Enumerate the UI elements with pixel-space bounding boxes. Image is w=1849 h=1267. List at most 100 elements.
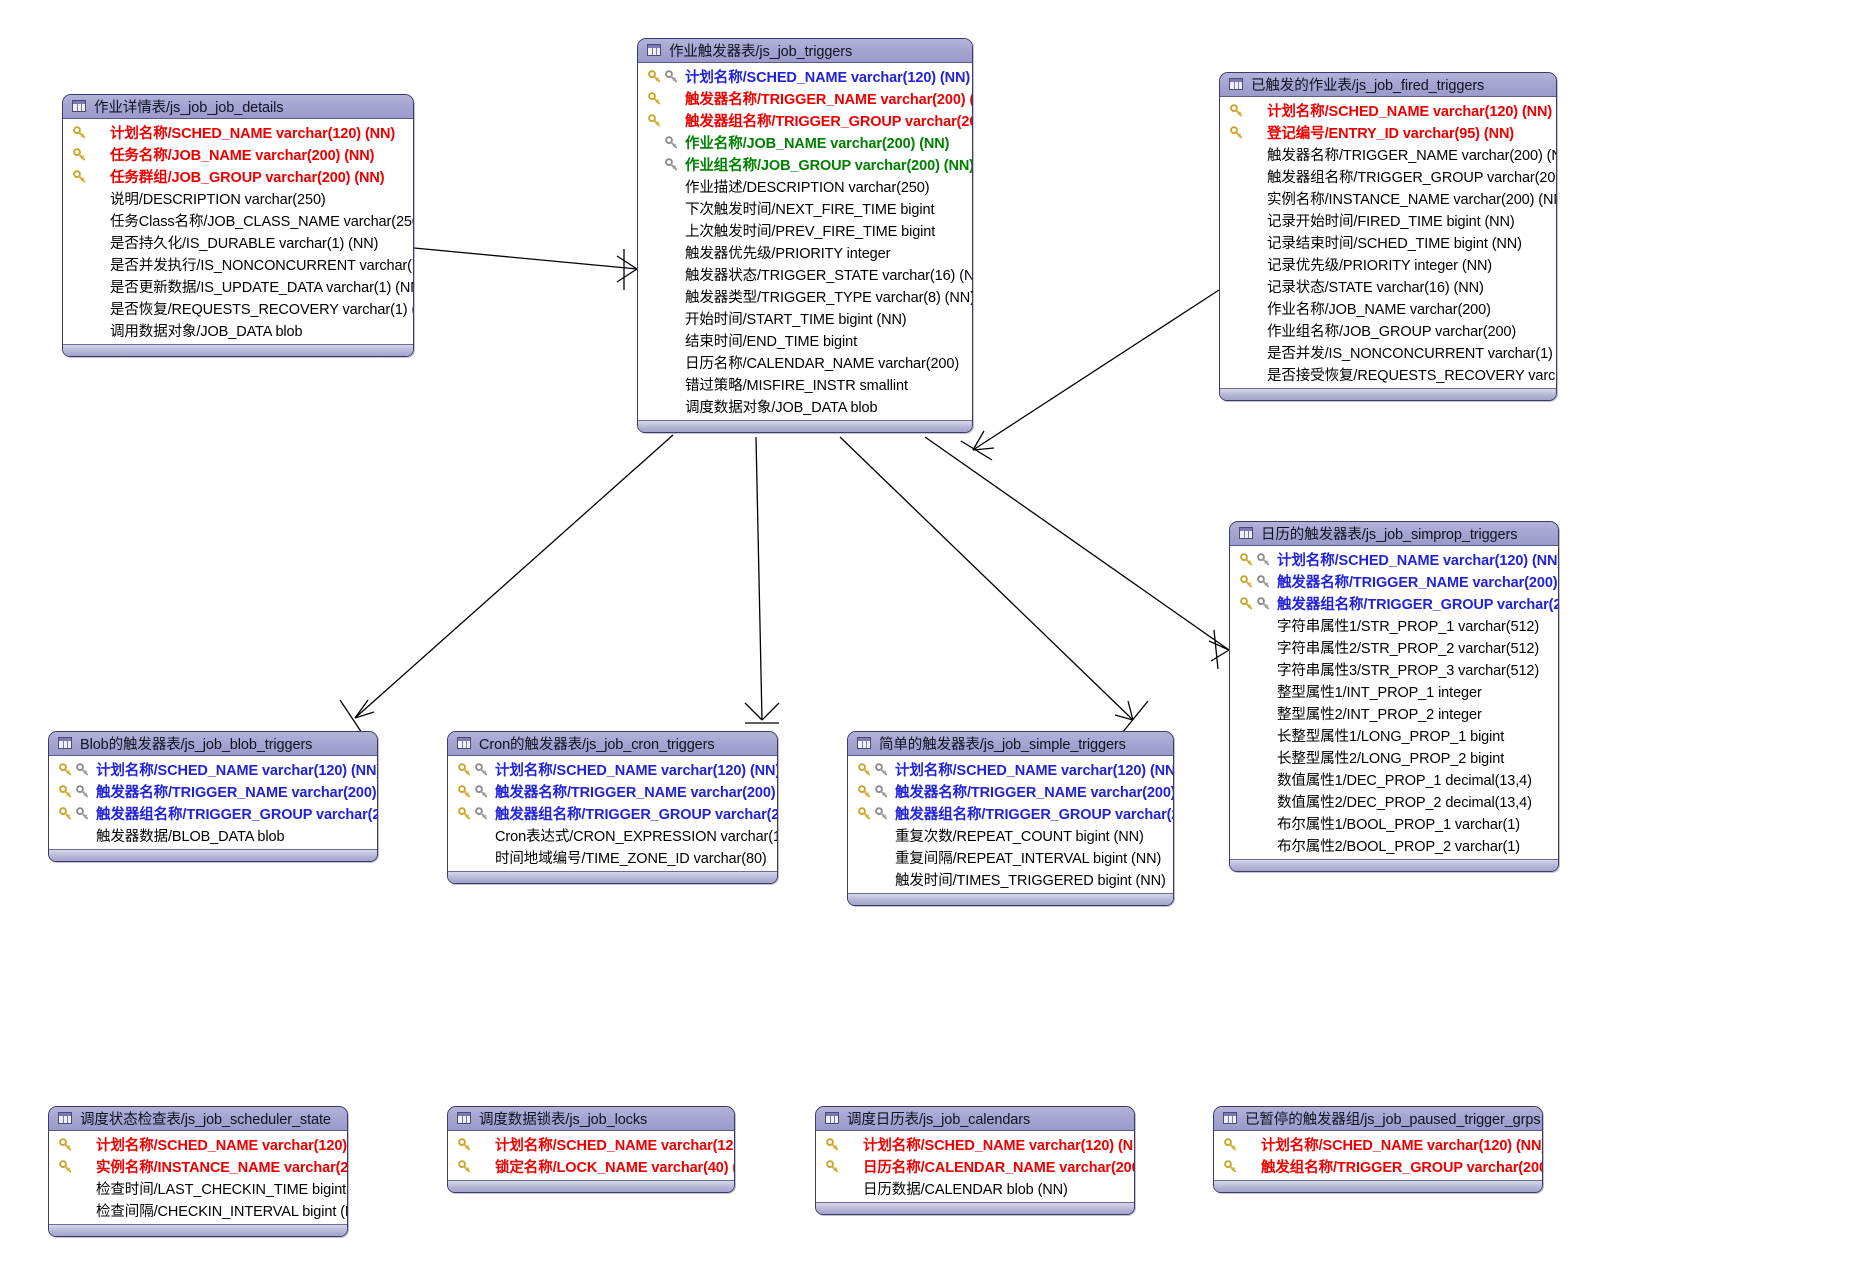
attribute-row[interactable]: 数值属性2/DEC_PROP_2 decimal(13,4): [1230, 790, 1558, 812]
attribute-row[interactable]: 触发器组名称/TRIGGER_GROUP varchar(200) (NN): [49, 802, 377, 824]
attribute-row[interactable]: 触发器名称/TRIGGER_NAME varchar(200) (NN): [49, 780, 377, 802]
attribute-row[interactable]: 调用数据对象/JOB_DATA blob: [63, 319, 413, 341]
attribute-row[interactable]: 记录开始时间/FIRED_TIME bigint (NN): [1220, 209, 1556, 231]
attribute-row[interactable]: 是否接受恢复/REQUESTS_RECOVERY varchar(1): [1220, 363, 1556, 385]
attribute-row[interactable]: 布尔属性1/BOOL_PROP_1 varchar(1): [1230, 812, 1558, 834]
attribute-row[interactable]: 登记编号/ENTRY_ID varchar(95) (NN): [1220, 121, 1556, 143]
attribute-row[interactable]: 调度数据对象/JOB_DATA blob: [638, 395, 972, 417]
attribute-row[interactable]: 字符串属性1/STR_PROP_1 varchar(512): [1230, 614, 1558, 636]
attribute-row[interactable]: 结束时间/END_TIME bigint: [638, 329, 972, 351]
attribute-row[interactable]: 字符串属性3/STR_PROP_3 varchar(512): [1230, 658, 1558, 680]
attribute-row[interactable]: 作业组名称/JOB_GROUP varchar(200): [1220, 319, 1556, 341]
attribute-row[interactable]: 计划名称/SCHED_NAME varchar(120) (NN): [638, 65, 972, 87]
attribute-row[interactable]: 是否并发执行/IS_NONCONCURRENT varchar(1) (NN): [63, 253, 413, 275]
attribute-row[interactable]: 触发时间/TIMES_TRIGGERED bigint (NN): [848, 868, 1173, 890]
attribute-row[interactable]: 锁定名称/LOCK_NAME varchar(40) (NN): [448, 1155, 734, 1177]
attribute-row[interactable]: 计划名称/SCHED_NAME varchar(120) (NN): [1220, 99, 1556, 121]
attribute-row[interactable]: 布尔属性2/BOOL_PROP_2 varchar(1): [1230, 834, 1558, 856]
attribute-row[interactable]: 实例名称/INSTANCE_NAME varchar(200) (NN): [1220, 187, 1556, 209]
attribute-row[interactable]: 触发器优先级/PRIORITY integer: [638, 241, 972, 263]
attribute-row[interactable]: 是否更新数据/IS_UPDATE_DATA varchar(1) (NN): [63, 275, 413, 297]
entity-header-job_job_details[interactable]: 作业详情表/js_job_job_details: [63, 95, 413, 119]
attribute-row[interactable]: 检查时间/LAST_CHECKIN_TIME bigint (NN): [49, 1177, 347, 1199]
attribute-row[interactable]: 下次触发时间/NEXT_FIRE_TIME bigint: [638, 197, 972, 219]
attribute-row[interactable]: 作业组名称/JOB_GROUP varchar(200) (NN): [638, 153, 972, 175]
attribute-row[interactable]: 计划名称/SCHED_NAME varchar(120) (NN): [49, 1133, 347, 1155]
entity-header-job_blob_triggers[interactable]: Blob的触发器表/js_job_blob_triggers: [49, 732, 377, 756]
attribute-row[interactable]: 任务名称/JOB_NAME varchar(200) (NN): [63, 143, 413, 165]
attribute-row[interactable]: 是否持久化/IS_DURABLE varchar(1) (NN): [63, 231, 413, 253]
attribute-row[interactable]: 计划名称/SCHED_NAME varchar(120) (NN): [848, 758, 1173, 780]
attribute-row[interactable]: 触发器组名称/TRIGGER_GROUP varchar(200) (NN): [638, 109, 972, 131]
attribute-row[interactable]: 时间地域编号/TIME_ZONE_ID varchar(80): [448, 846, 777, 868]
attribute-row[interactable]: 数值属性1/DEC_PROP_1 decimal(13,4): [1230, 768, 1558, 790]
entity-header-job_calendars[interactable]: 调度日历表/js_job_calendars: [816, 1107, 1134, 1131]
entity-header-job_cron_triggers[interactable]: Cron的触发器表/js_job_cron_triggers: [448, 732, 777, 756]
attribute-row[interactable]: 整型属性2/INT_PROP_2 integer: [1230, 702, 1558, 724]
attribute-row[interactable]: 日历名称/CALENDAR_NAME varchar(200) (NN): [816, 1155, 1134, 1177]
attribute-row[interactable]: 计划名称/SCHED_NAME varchar(120) (NN): [49, 758, 377, 780]
attribute-row[interactable]: 是否并发/IS_NONCONCURRENT varchar(1): [1220, 341, 1556, 363]
entity-header-job_simprop_triggers[interactable]: 日历的触发器表/js_job_simprop_triggers: [1230, 522, 1558, 546]
attribute-row[interactable]: 检查间隔/CHECKIN_INTERVAL bigint (NN): [49, 1199, 347, 1221]
attribute-row[interactable]: 任务群组/JOB_GROUP varchar(200) (NN): [63, 165, 413, 187]
attribute-row[interactable]: 记录状态/STATE varchar(16) (NN): [1220, 275, 1556, 297]
attribute-row[interactable]: 实例名称/INSTANCE_NAME varchar(200) (NN): [49, 1155, 347, 1177]
attribute-row[interactable]: 长整型属性2/LONG_PROP_2 bigint: [1230, 746, 1558, 768]
attribute-row[interactable]: 计划名称/SCHED_NAME varchar(120) (NN): [448, 1133, 734, 1155]
attribute-row[interactable]: 触发器组名称/TRIGGER_GROUP varchar(200) (NN): [448, 802, 777, 824]
attribute-row[interactable]: 触发器名称/TRIGGER_NAME varchar(200) (NN): [638, 87, 972, 109]
attribute-row[interactable]: 重复次数/REPEAT_COUNT bigint (NN): [848, 824, 1173, 846]
attribute-row[interactable]: 任务Class名称/JOB_CLASS_NAME varchar(250) (N…: [63, 209, 413, 231]
attribute-row[interactable]: 计划名称/SCHED_NAME varchar(120) (NN): [1214, 1133, 1542, 1155]
attribute-row[interactable]: 记录优先级/PRIORITY integer (NN): [1220, 253, 1556, 275]
attribute-row[interactable]: 重复间隔/REPEAT_INTERVAL bigint (NN): [848, 846, 1173, 868]
attribute-row[interactable]: 触发组名称/TRIGGER_GROUP varchar(200) (NN): [1214, 1155, 1542, 1177]
attribute-row[interactable]: 触发器数据/BLOB_DATA blob: [49, 824, 377, 846]
entity-header-job_fired_triggers[interactable]: 已触发的作业表/js_job_fired_triggers: [1220, 73, 1556, 97]
attribute-row[interactable]: 触发器类型/TRIGGER_TYPE varchar(8) (NN): [638, 285, 972, 307]
attribute-row[interactable]: 上次触发时间/PREV_FIRE_TIME bigint: [638, 219, 972, 241]
attribute-row[interactable]: 开始时间/START_TIME bigint (NN): [638, 307, 972, 329]
attribute-row[interactable]: 长整型属性1/LONG_PROP_1 bigint: [1230, 724, 1558, 746]
attribute-row[interactable]: 日历数据/CALENDAR blob (NN): [816, 1177, 1134, 1199]
attribute-row[interactable]: 错过策略/MISFIRE_INSTR smallint: [638, 373, 972, 395]
attribute-row[interactable]: 触发器状态/TRIGGER_STATE varchar(16) (NN): [638, 263, 972, 285]
attribute-row[interactable]: Cron表达式/CRON_EXPRESSION varchar(120) (NN…: [448, 824, 777, 846]
entity-header-job_triggers[interactable]: 作业触发器表/js_job_triggers: [638, 39, 972, 63]
attribute-row[interactable]: 计划名称/SCHED_NAME varchar(120) (NN): [63, 121, 413, 143]
attribute-row[interactable]: 字符串属性2/STR_PROP_2 varchar(512): [1230, 636, 1558, 658]
attribute-row[interactable]: 计划名称/SCHED_NAME varchar(120) (NN): [816, 1133, 1134, 1155]
entity-header-job_locks[interactable]: 调度数据锁表/js_job_locks: [448, 1107, 734, 1131]
attribute-row[interactable]: 触发器名称/TRIGGER_NAME varchar(200) (NN): [1220, 143, 1556, 165]
attribute-row[interactable]: 计划名称/SCHED_NAME varchar(120) (NN): [1230, 548, 1558, 570]
attribute-row[interactable]: 触发器名称/TRIGGER_NAME varchar(200) (NN): [448, 780, 777, 802]
attribute-row[interactable]: 说明/DESCRIPTION varchar(250): [63, 187, 413, 209]
attribute-row[interactable]: 触发器名称/TRIGGER_NAME varchar(200) (NN): [848, 780, 1173, 802]
entity-header-job_simple_triggers[interactable]: 简单的触发器表/js_job_simple_triggers: [848, 732, 1173, 756]
attribute-row[interactable]: 作业描述/DESCRIPTION varchar(250): [638, 175, 972, 197]
attribute-row[interactable]: 触发器名称/TRIGGER_NAME varchar(200) (NN): [1230, 570, 1558, 592]
attribute-row[interactable]: 作业名称/JOB_NAME varchar(200): [1220, 297, 1556, 319]
attribute-row[interactable]: 触发器组名称/TRIGGER_GROUP varchar(200) (NN): [848, 802, 1173, 824]
entity-header-job_scheduler_state[interactable]: 调度状态检查表/js_job_scheduler_state: [49, 1107, 347, 1131]
attribute-row[interactable]: 整型属性1/INT_PROP_1 integer: [1230, 680, 1558, 702]
entity-header-job_paused_trigger_grps[interactable]: 已暂停的触发器组/js_job_paused_trigger_grps: [1214, 1107, 1542, 1131]
attribute-row[interactable]: 触发器组名称/TRIGGER_GROUP varchar(200) (NN): [1220, 165, 1556, 187]
attribute-row[interactable]: 记录结束时间/SCHED_TIME bigint (NN): [1220, 231, 1556, 253]
attribute-row[interactable]: 日历名称/CALENDAR_NAME varchar(200): [638, 351, 972, 373]
attribute-row[interactable]: 触发器组名称/TRIGGER_GROUP varchar(200) (NN): [1230, 592, 1558, 614]
attribute-row[interactable]: 计划名称/SCHED_NAME varchar(120) (NN): [448, 758, 777, 780]
attribute-row[interactable]: 是否恢复/REQUESTS_RECOVERY varchar(1) (NN): [63, 297, 413, 319]
attribute-row[interactable]: 作业名称/JOB_NAME varchar(200) (NN): [638, 131, 972, 153]
